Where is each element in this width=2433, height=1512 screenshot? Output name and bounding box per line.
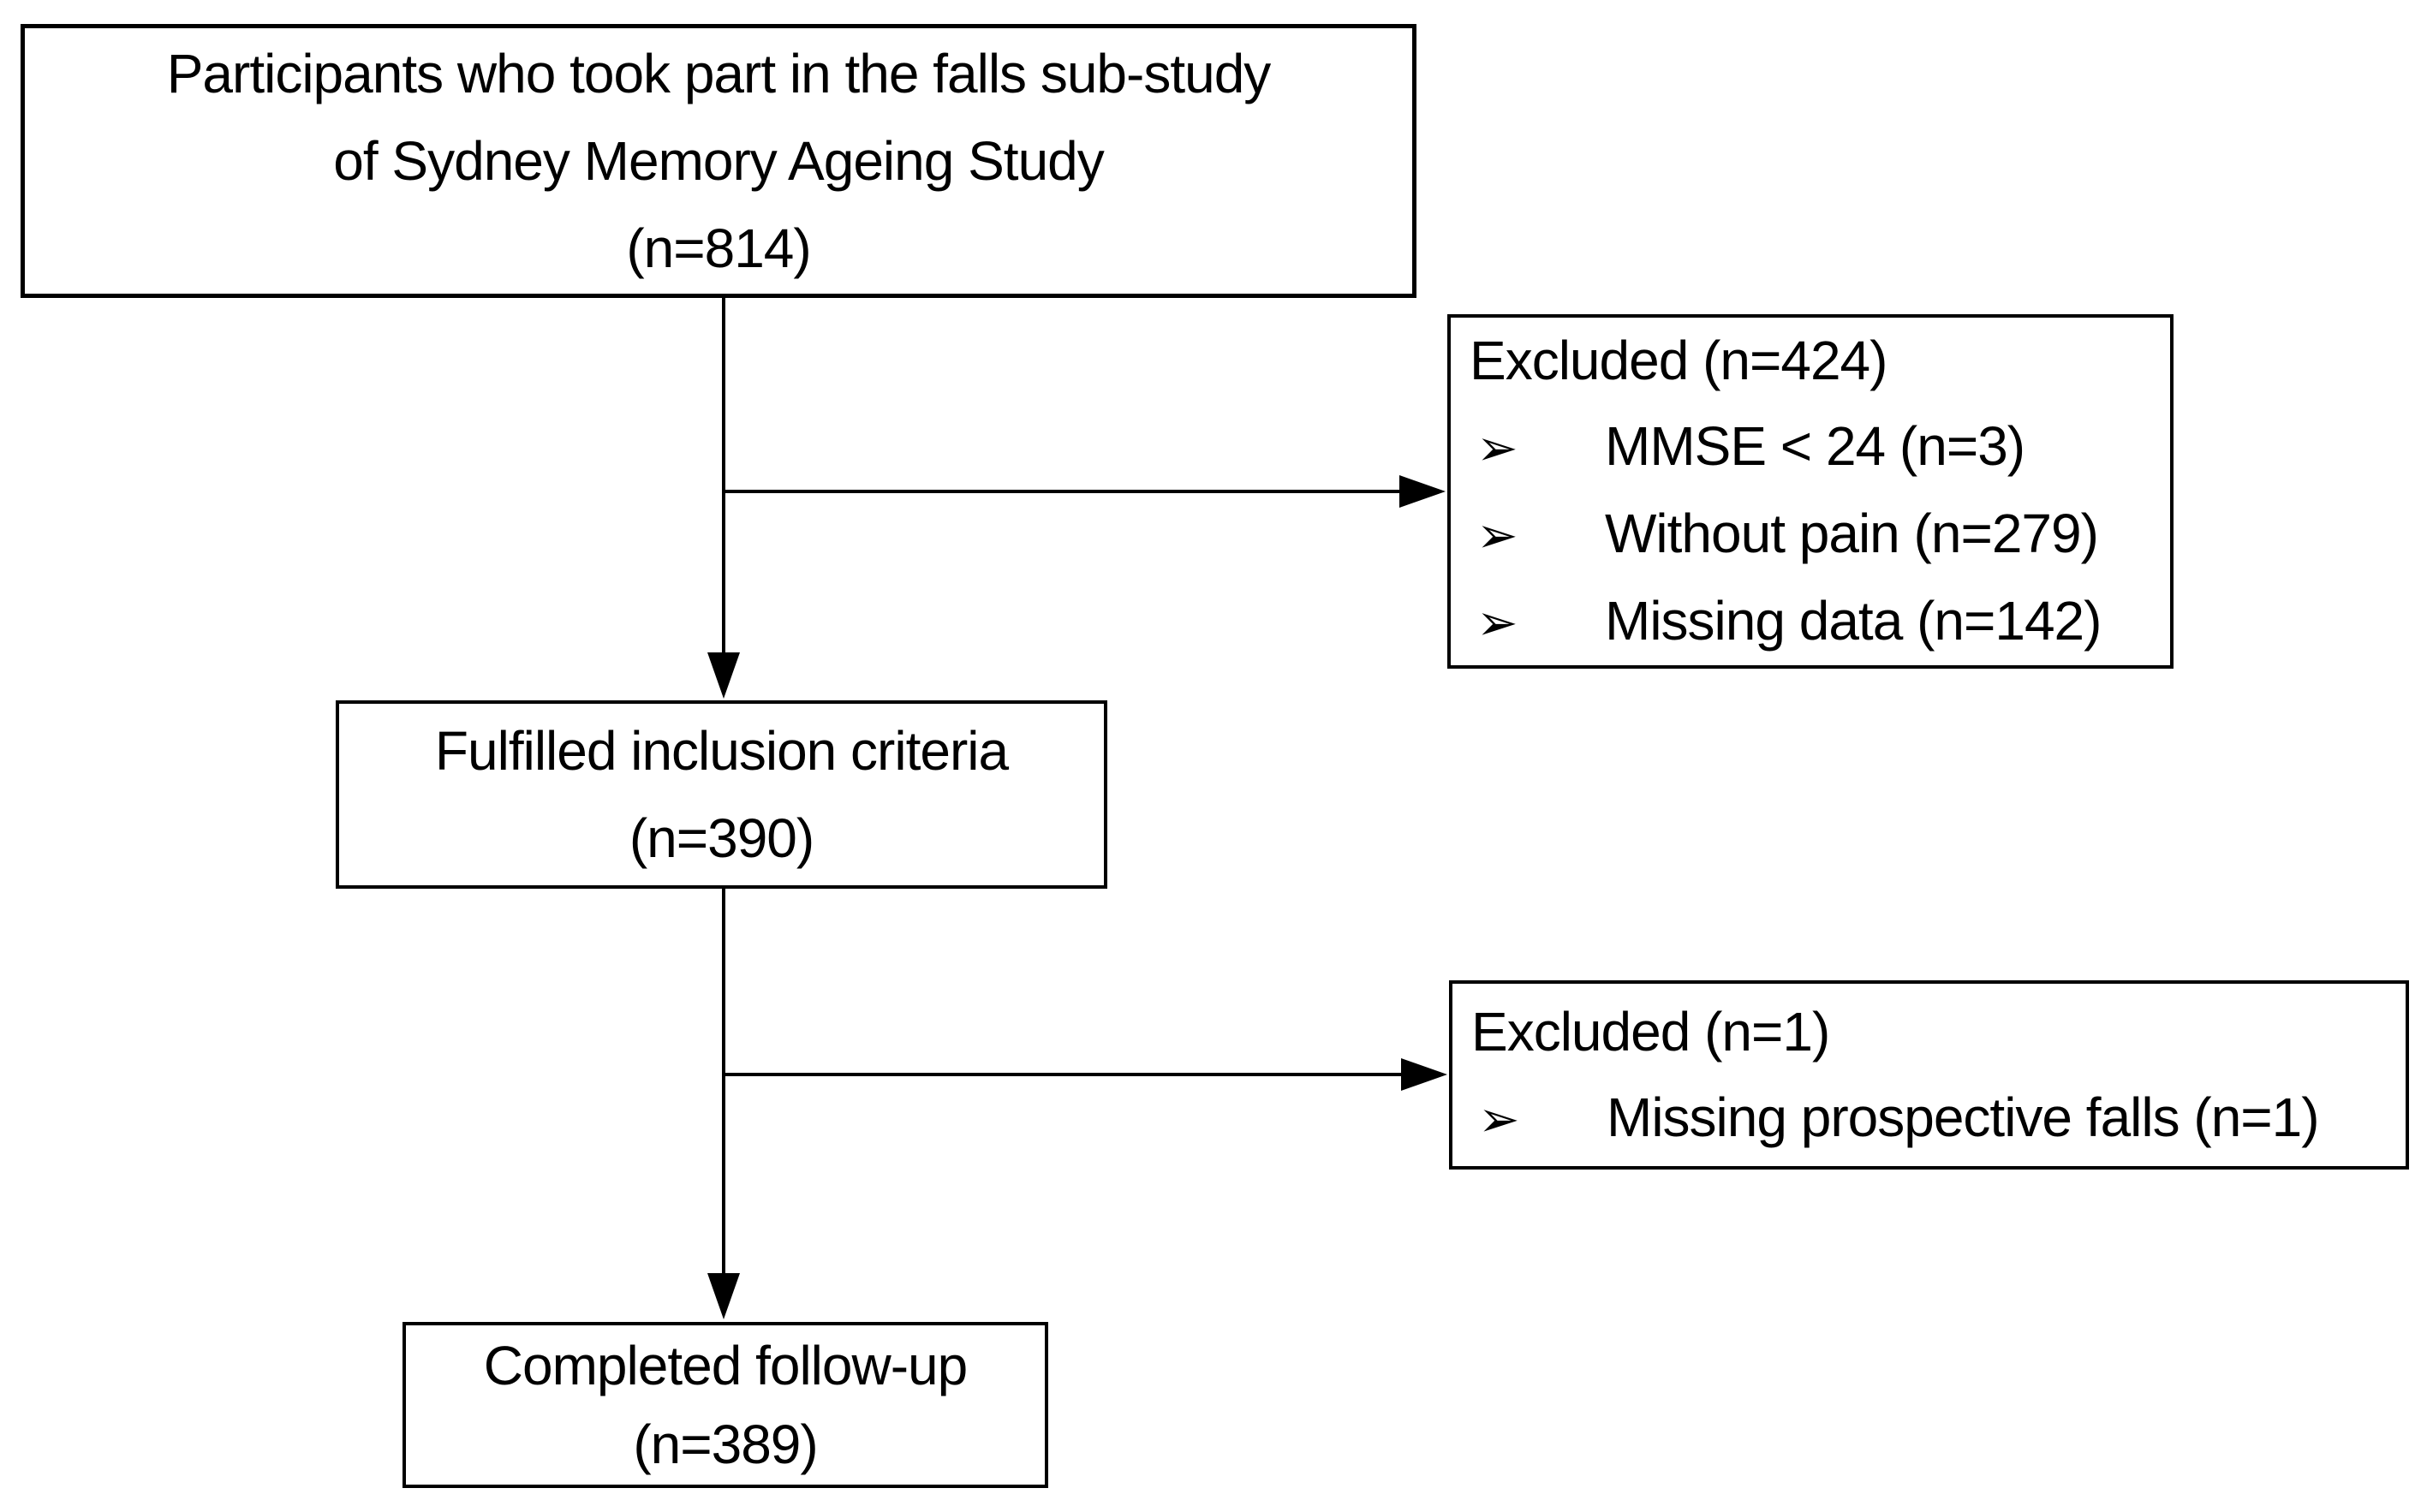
bullet-row: ➢ MMSE < 24 (n=3) (1451, 403, 2170, 491)
node-source-line-1: Participants who took part in the falls … (166, 43, 1272, 104)
excluded-followup-bullet-1: Missing prospective falls (n=1) (1607, 1086, 2320, 1148)
node-source: Participants who took part in the falls … (21, 24, 1416, 298)
excluded-initial-heading: Excluded (n=424) (1470, 330, 1887, 391)
bullet-row: ➢ Missing prospective falls (n=1) (1452, 1074, 2406, 1162)
node-source-count: (n=814) (626, 217, 811, 279)
excluded-initial-bullet-3: Missing data (n=142) (1605, 590, 2102, 652)
node-completed-line-1: Completed follow-up (483, 1335, 968, 1396)
arrowhead-bullet-icon: ➢ (1476, 419, 1518, 477)
arrowhead-bullet-icon: ➢ (1476, 506, 1518, 564)
excluded-initial-bullet-1: MMSE < 24 (n=3) (1605, 415, 2025, 477)
arrowhead-bullet-icon: ➢ (1476, 593, 1518, 652)
node-completed: Completed follow-up (n=389) (403, 1322, 1048, 1488)
arrowhead-right-excluded-initial-icon (1399, 475, 1446, 508)
node-excluded-initial: Excluded (n=424) ➢ MMSE < 24 (n=3) ➢ Wit… (1447, 314, 2174, 669)
node-fulfilled: Fulfilled inclusion criteria (n=390) (336, 700, 1107, 889)
node-source-line-2: of Sydney Memory Ageing Study (333, 130, 1104, 192)
arrowhead-down-completed-icon (707, 1273, 740, 1319)
node-fulfilled-line-1: Fulfilled inclusion criteria (434, 720, 1009, 782)
arrowhead-down-fulfilled-icon (707, 652, 740, 699)
node-completed-count: (n=389) (633, 1414, 818, 1475)
arrowhead-right-excluded-followup-icon (1401, 1058, 1447, 1091)
excluded-initial-bullet-2: Without pain (n=279) (1605, 503, 2099, 564)
bullet-row: ➢ Without pain (n=279) (1451, 491, 2170, 578)
arrowhead-bullet-icon: ➢ (1478, 1089, 1520, 1148)
bullet-row: ➢ Missing data (n=142) (1451, 578, 2170, 665)
excluded-followup-heading: Excluded (n=1) (1471, 1000, 1830, 1063)
node-fulfilled-count: (n=390) (629, 807, 814, 869)
node-excluded-followup: Excluded (n=1) ➢ Missing prospective fal… (1449, 980, 2409, 1170)
